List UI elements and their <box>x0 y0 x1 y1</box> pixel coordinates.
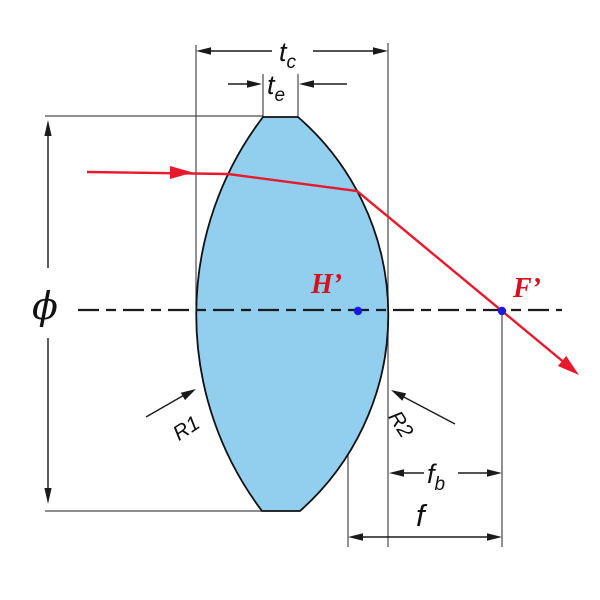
r1-label: R1 <box>169 412 204 446</box>
r1-arrowhead <box>180 389 196 401</box>
fb-arrow-left <box>389 469 404 477</box>
tc-label: tc <box>279 37 297 73</box>
te-arrow-left-tip <box>299 80 314 88</box>
radius-r1-callout: R1 <box>145 389 204 446</box>
phi-label: ϕ <box>32 284 58 328</box>
h-prime-label: H’ <box>310 269 342 300</box>
dimension-f: f <box>348 498 502 541</box>
ray-end-arrowhead <box>557 356 579 375</box>
te-arrow-right-tip <box>247 80 262 88</box>
principal-point-dot <box>353 306 363 316</box>
dimension-tc: tc <box>196 37 388 73</box>
dimension-phi: ϕ <box>32 120 58 504</box>
fb-arrow-right <box>487 469 502 477</box>
r2-arrowhead <box>391 390 407 401</box>
te-label: te <box>267 70 285 106</box>
tc-arrow-left <box>196 47 211 55</box>
focal-point-dot <box>497 306 507 316</box>
phi-arrow-up <box>44 120 52 136</box>
phi-arrow-down <box>44 488 52 504</box>
lens-shape <box>195 116 390 512</box>
fb-label: fb <box>427 459 445 495</box>
f-arrow-right <box>487 533 502 541</box>
dimension-fb: fb <box>389 459 502 495</box>
f-label: f <box>416 498 428 533</box>
f-arrow-left <box>348 533 363 541</box>
tc-arrow-right <box>373 47 388 55</box>
r2-label: R2 <box>383 407 417 442</box>
radius-r2-callout: R2 <box>383 390 456 442</box>
ray-direction-arrowhead <box>170 166 193 179</box>
ray-path <box>86 170 567 365</box>
incident-ray <box>86 166 579 375</box>
f-prime-label: F’ <box>512 273 541 304</box>
dimension-te: te <box>228 70 347 106</box>
